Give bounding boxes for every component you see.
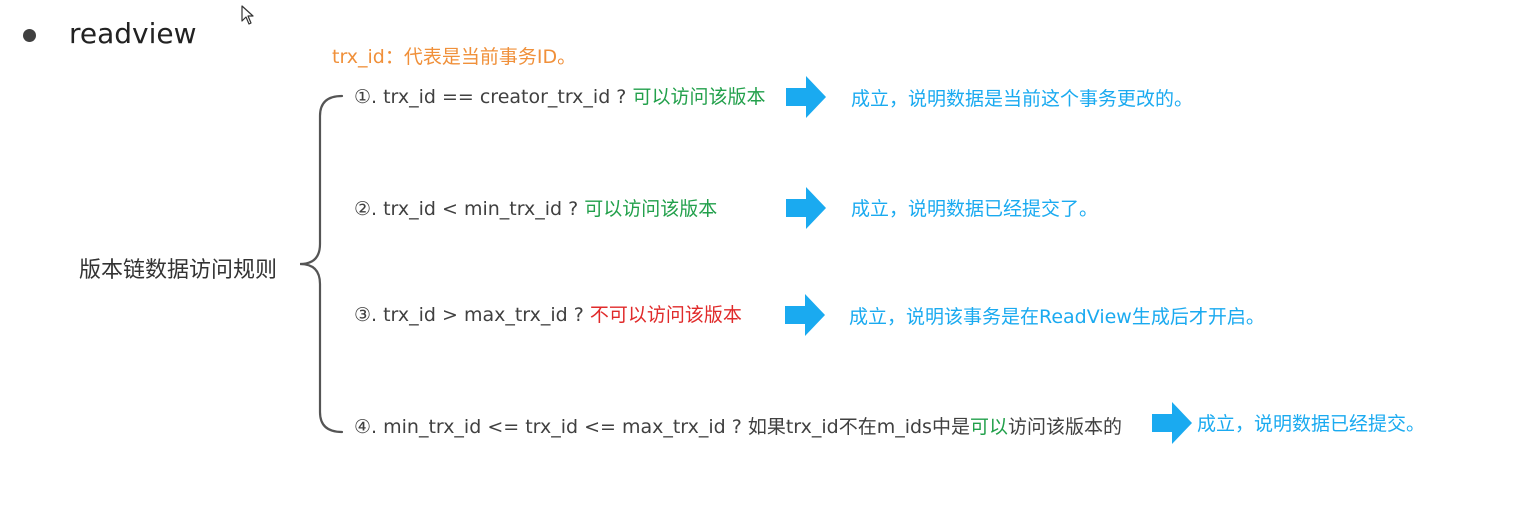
rule-4-outcome: 可以 [969,416,1008,438]
right-arrow-icon [786,76,826,118]
rule-1-row: ①. trx_id == creator_trx_id ? 可以访问该版本 [354,82,765,109]
rule-4-row: ④. min_trx_id <= trx_id <= max_trx_id ? … [354,412,1122,439]
right-arrow-icon [786,187,826,229]
rule-4-outcome-suffix: 访问该版本的 [1007,416,1122,438]
rule-3-outcome: 不可以访问该版本 [589,304,742,326]
rule-1-outcome: 可以访问该版本 [632,86,766,108]
rule-1-condition: ①. trx_id == creator_trx_id ? [354,86,627,108]
rule-4-outcome-prefix: 如果trx_id不在m_ids中是 [747,416,970,438]
trx-id-note: trx_id：代表是当前事务ID。 [332,46,577,68]
rule-2-result: 成立，说明数据已经提交了。 [851,198,1099,220]
rule-1-result: 成立，说明数据是当前这个事务更改的。 [851,88,1194,110]
section-heading: readview [69,17,197,50]
rule-2-condition: ②. trx_id < min_trx_id ? [354,198,579,220]
rule-3-condition: ③. trx_id > max_trx_id ? [354,304,584,326]
rule-3-result: 成立，说明该事务是在ReadView生成后才开启。 [849,306,1265,328]
rule-4-condition: ④. min_trx_id <= trx_id <= max_trx_id ? [354,416,742,438]
rule-4-result: 成立，说明数据已经提交。 [1197,413,1426,435]
right-arrow-icon [785,294,825,336]
rule-2-row: ②. trx_id < min_trx_id ? 可以访问该版本 [354,194,717,221]
rule-2-outcome: 可以访问该版本 [584,198,718,220]
rule-3-row: ③. trx_id > max_trx_id ? 不可以访问该版本 [354,300,742,327]
right-arrow-icon [1152,402,1192,444]
bullet-icon [23,29,36,42]
curly-brace [299,94,344,434]
mouse-pointer-icon [241,5,254,25]
root-label: 版本链数据访问规则 [79,258,278,283]
